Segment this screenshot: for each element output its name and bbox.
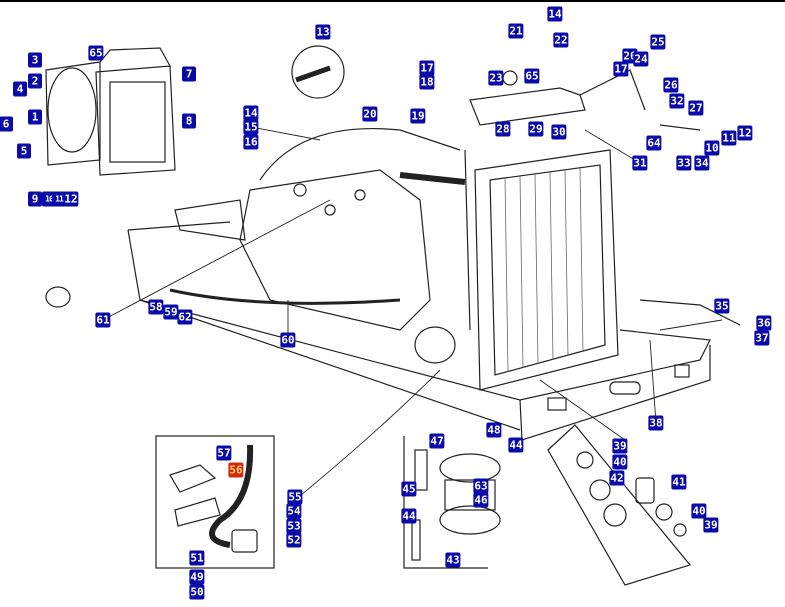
part-callout-40[interactable]: 40 — [691, 503, 707, 519]
part-callout-28[interactable]: 28 — [495, 121, 511, 137]
part-callout-17[interactable]: 17 — [419, 60, 435, 76]
part-callout-64[interactable]: 64 — [646, 135, 662, 151]
chassis-frame-drawing — [127, 221, 711, 441]
part-callout-61[interactable]: 61 — [95, 312, 111, 328]
part-callout-29[interactable]: 29 — [528, 121, 544, 137]
part-callout-7[interactable]: 7 — [182, 66, 196, 82]
part-callout-12[interactable]: 12 — [63, 191, 79, 207]
part-callout-42[interactable]: 42 — [609, 470, 625, 486]
part-callout-49[interactable]: 49 — [189, 569, 205, 585]
part-callout-4[interactable]: 4 — [13, 81, 27, 97]
part-callout-58[interactable]: 58 — [148, 299, 164, 315]
part-callout-36[interactable]: 36 — [756, 315, 772, 331]
part-callout-14[interactable]: 14 — [243, 105, 259, 121]
part-callout-30[interactable]: 30 — [551, 124, 567, 140]
part-callout-12[interactable]: 12 — [737, 125, 753, 141]
part-callout-48[interactable]: 48 — [486, 422, 502, 438]
part-callout-25[interactable]: 25 — [650, 34, 666, 50]
part-callout-20[interactable]: 20 — [362, 106, 378, 122]
part-callout-6[interactable]: 6 — [0, 116, 13, 132]
part-callout-32[interactable]: 32 — [669, 93, 685, 109]
header-tank-drawing — [469, 69, 701, 131]
part-callout-11[interactable]: 11 — [52, 191, 66, 207]
part-callout-5[interactable]: 5 — [17, 143, 31, 159]
part-callout-62[interactable]: 62 — [177, 309, 193, 325]
part-callout-60[interactable]: 60 — [280, 332, 296, 348]
part-callout-3[interactable]: 3 — [28, 52, 42, 68]
part-callout-39[interactable]: 39 — [703, 517, 719, 533]
part-callout-2[interactable]: 2 — [28, 73, 42, 89]
part-callout-45[interactable]: 45 — [401, 481, 417, 497]
part-callout-39[interactable]: 39 — [612, 438, 628, 454]
part-callout-24[interactable]: 24 — [633, 51, 649, 67]
radiator-drawing — [464, 149, 619, 391]
part-callout-10[interactable]: 10 — [704, 140, 720, 156]
part-callout-38[interactable]: 38 — [648, 415, 664, 431]
filter-inset-bracket — [403, 436, 488, 569]
part-callout-65[interactable]: 65 — [524, 68, 540, 84]
part-callout-18[interactable]: 18 — [419, 74, 435, 90]
part-callout-1[interactable]: 1 — [28, 109, 42, 125]
part-callout-17[interactable]: 17 — [613, 61, 629, 77]
part-callout-37[interactable]: 37 — [754, 330, 770, 346]
part-callout-55[interactable]: 55 — [287, 489, 303, 505]
part-callout-47[interactable]: 47 — [429, 433, 445, 449]
part-callout-53[interactable]: 53 — [286, 518, 302, 534]
part-callout-40[interactable]: 40 — [612, 454, 628, 470]
part-callout-44[interactable]: 44 — [401, 508, 417, 524]
part-callout-8[interactable]: 8 — [182, 113, 196, 129]
part-callout-46[interactable]: 46 — [473, 492, 489, 508]
part-callout-50[interactable]: 50 — [189, 584, 205, 600]
part-callout-34[interactable]: 34 — [694, 155, 710, 171]
part-callout-15[interactable]: 15 — [243, 119, 259, 135]
part-callout-21[interactable]: 21 — [508, 23, 524, 39]
part-callout-14[interactable]: 14 — [547, 6, 563, 22]
part-callout-22[interactable]: 22 — [553, 32, 569, 48]
part-callout-27[interactable]: 27 — [688, 100, 704, 116]
part-callout-19[interactable]: 19 — [410, 108, 426, 124]
outlet-elbow-inset — [155, 435, 275, 569]
part-callout-63[interactable]: 63 — [473, 478, 489, 494]
part-callout-26[interactable]: 26 — [663, 77, 679, 93]
part-callout-57[interactable]: 57 — [216, 445, 232, 461]
part-callout-43[interactable]: 43 — [445, 552, 461, 568]
part-callout-54[interactable]: 54 — [286, 503, 302, 519]
part-callout-56[interactable]: 56 — [228, 462, 244, 478]
part-callout-13[interactable]: 13 — [315, 24, 331, 40]
part-callout-11[interactable]: 11 — [721, 130, 737, 146]
part-callout-52[interactable]: 52 — [286, 532, 302, 548]
part-callout-31[interactable]: 31 — [632, 155, 648, 171]
hose-detail-inset — [291, 45, 345, 99]
part-callout-51[interactable]: 51 — [189, 550, 205, 566]
fittings-inset — [547, 424, 692, 586]
part-callout-23[interactable]: 23 — [488, 70, 504, 86]
fan-shroud-drawing — [45, 47, 176, 176]
part-callout-35[interactable]: 35 — [714, 298, 730, 314]
engine-drawing — [174, 127, 461, 364]
part-callout-59[interactable]: 59 — [163, 304, 179, 320]
part-callout-44[interactable]: 44 — [508, 437, 524, 453]
part-callout-65[interactable]: 65 — [88, 45, 104, 61]
part-callout-9[interactable]: 9 — [28, 191, 42, 207]
part-callout-33[interactable]: 33 — [676, 155, 692, 171]
part-callout-16[interactable]: 16 — [243, 134, 259, 150]
part-callout-41[interactable]: 41 — [671, 474, 687, 490]
